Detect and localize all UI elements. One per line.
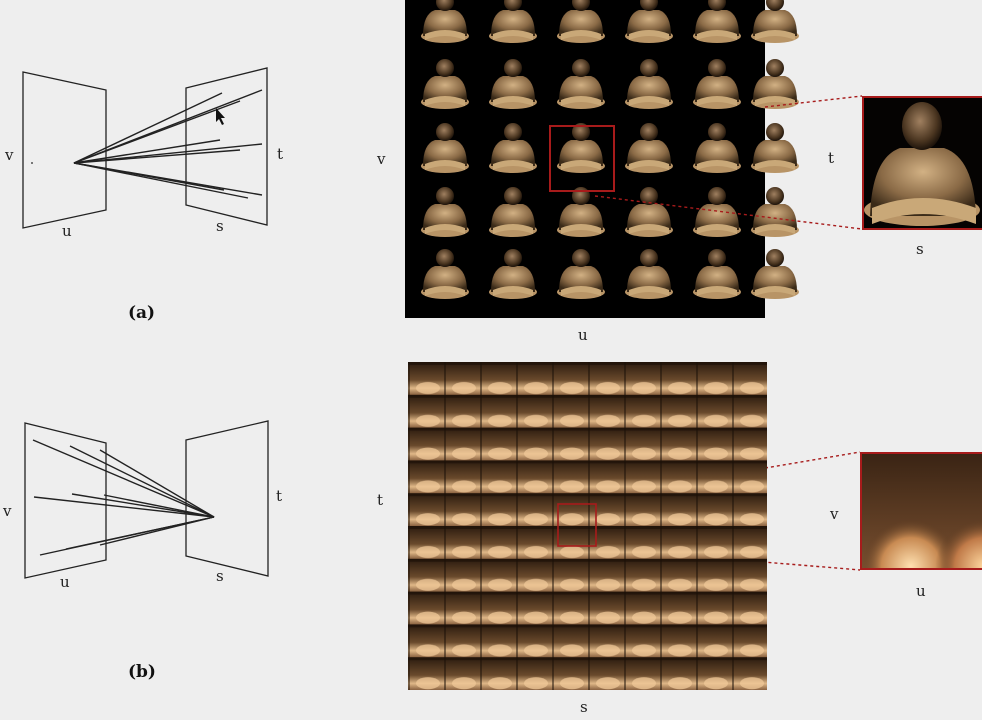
zoom-view-b-image: [862, 454, 982, 568]
rays-b: [32, 439, 215, 556]
label-a-zoom-s: s: [916, 240, 924, 258]
zoom-view-b: [860, 452, 982, 570]
uv-plane-b: [24, 422, 107, 579]
zoom-view-a-image: [864, 102, 980, 226]
label-a-zoom-t: t: [828, 149, 835, 167]
lightfield-grid-a-image: [421, 0, 799, 299]
label-a-t-right: t: [277, 145, 284, 163]
label-a-v-left: v: [5, 146, 14, 164]
uv-plane-a: [22, 71, 107, 229]
st-plane-b: [185, 420, 269, 577]
rays-a: [73, 89, 263, 199]
lightfield-grid-b-image: [408, 362, 767, 690]
label-b-zoom-u: u: [916, 582, 926, 600]
label-a-grid-v: v: [377, 150, 386, 168]
lightfield-grid-b: [408, 362, 767, 690]
label-b-v-left: v: [3, 502, 12, 520]
label-b-zoom-v: v: [830, 505, 839, 523]
label-b-t-right: t: [276, 487, 283, 505]
zoom-view-a: [862, 96, 982, 230]
highlight-box-b: [557, 503, 597, 547]
cursor-icon: [216, 108, 225, 125]
st-plane-a: [185, 67, 268, 226]
caption-a: (a): [128, 303, 156, 323]
label-a-grid-u: u: [578, 326, 588, 344]
label-b-grid-t: t: [377, 491, 384, 509]
label-b-u-left: u: [60, 573, 70, 591]
highlight-box-a: [549, 125, 615, 192]
caption-b: (b): [128, 662, 156, 682]
lightfield-grid-a: [405, 0, 799, 318]
label-a-s-right: s: [216, 217, 224, 235]
label-b-s-right: s: [216, 567, 224, 585]
diagram-a: [22, 67, 268, 229]
label-a-u-left: u: [62, 222, 72, 240]
diagram-b: [24, 420, 269, 579]
label-b-grid-s: s: [580, 698, 588, 716]
